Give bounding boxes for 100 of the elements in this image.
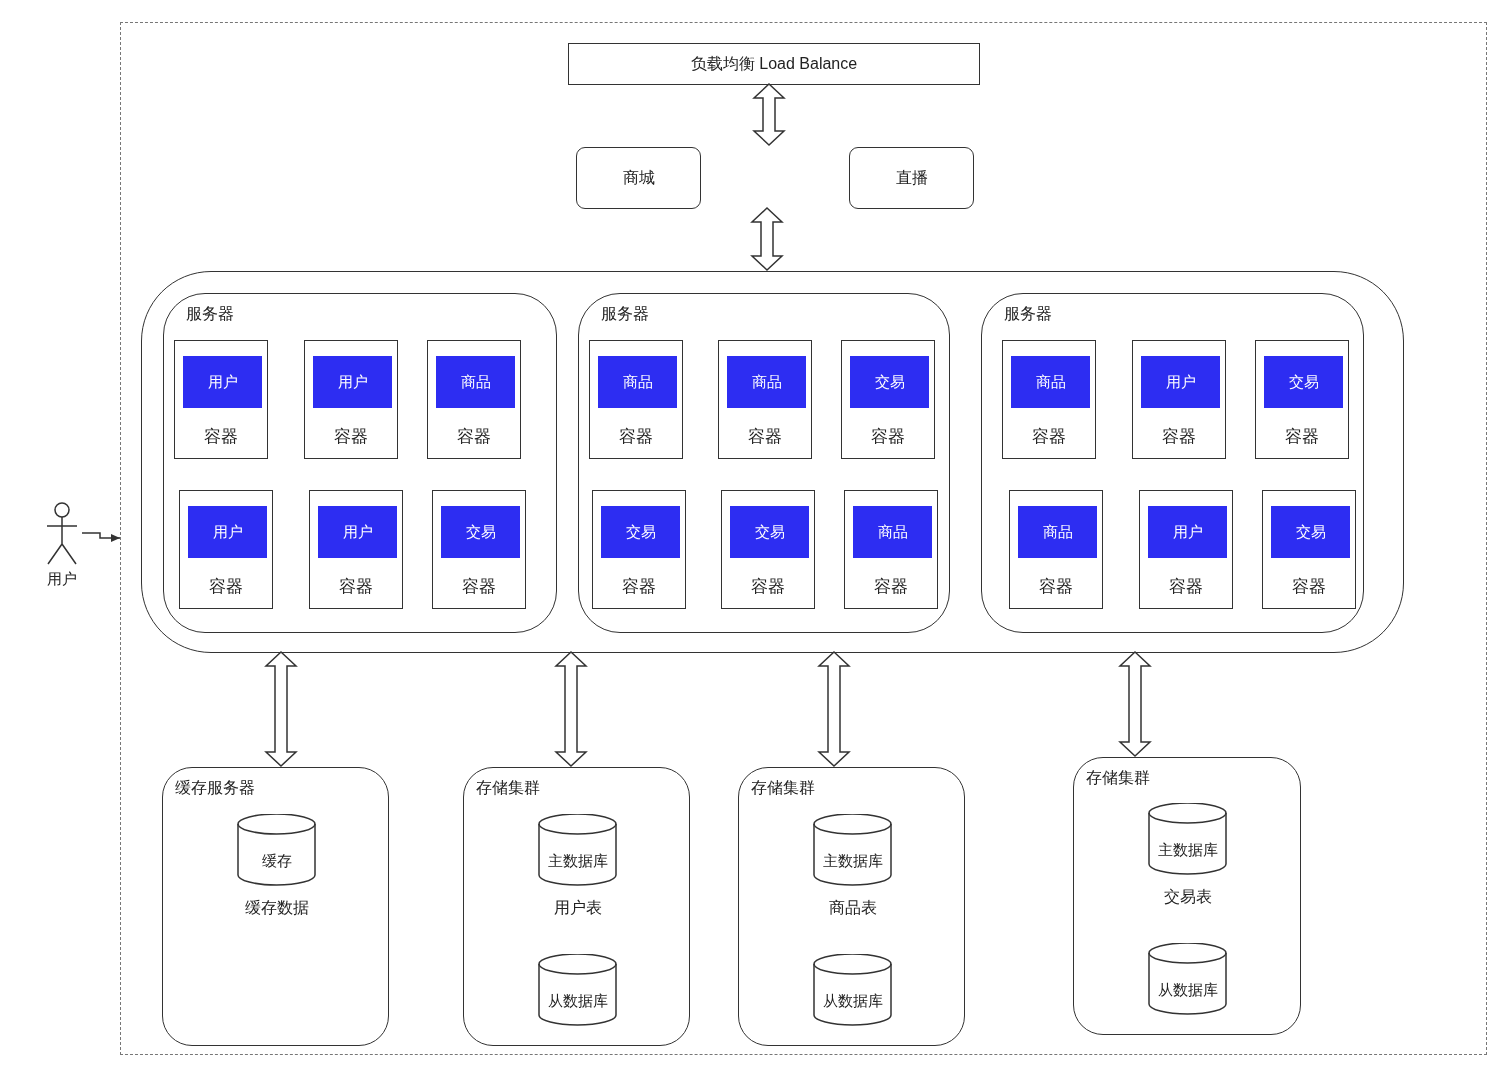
tag-label: 用户 bbox=[212, 523, 243, 541]
service-tag bbox=[1018, 506, 1097, 558]
server-panel bbox=[578, 293, 950, 633]
container-label: 容器 bbox=[751, 577, 785, 598]
actor-label: 用户 bbox=[47, 570, 77, 588]
container-label: 容器 bbox=[204, 427, 238, 448]
container-label: 容器 bbox=[462, 577, 496, 598]
service-tag bbox=[1271, 506, 1350, 558]
tag-label: 商品 bbox=[1035, 373, 1066, 391]
panel-heading: 服务器 bbox=[186, 304, 234, 324]
tag-label: 商品 bbox=[1042, 523, 1073, 541]
double-block-arrow bbox=[752, 82, 786, 147]
container-box bbox=[718, 340, 812, 459]
storage-panel bbox=[162, 767, 389, 1046]
container-label: 容器 bbox=[339, 577, 373, 598]
database-label: 主数据库 bbox=[1157, 841, 1218, 859]
storage-panel bbox=[738, 767, 965, 1046]
service-tag bbox=[601, 506, 680, 558]
panel-heading: 存储集群 bbox=[1086, 768, 1150, 788]
cluster-panel bbox=[141, 271, 1404, 653]
arrow bbox=[81, 532, 121, 543]
database-label: 主数据库 bbox=[822, 852, 883, 870]
container-box bbox=[174, 340, 268, 459]
container-label: 容器 bbox=[1292, 577, 1326, 598]
service-box bbox=[576, 147, 701, 209]
tag-label: 交易 bbox=[465, 523, 496, 541]
database-label: 主数据库 bbox=[547, 852, 608, 870]
container-box bbox=[589, 340, 683, 459]
double-block-arrow bbox=[554, 650, 588, 768]
container-box bbox=[1255, 340, 1349, 459]
panel-heading: 服务器 bbox=[1004, 304, 1052, 324]
tag-label: 用户 bbox=[1172, 523, 1203, 541]
panel-heading: 缓存服务器 bbox=[175, 778, 255, 798]
container-label: 容器 bbox=[209, 577, 243, 598]
box-label: 负载均衡 Load Balance bbox=[690, 54, 858, 74]
container-label: 容器 bbox=[748, 427, 782, 448]
container-box bbox=[1132, 340, 1226, 459]
container-box bbox=[179, 490, 273, 609]
service-tag bbox=[1148, 506, 1227, 558]
service-tag bbox=[313, 356, 392, 408]
load-balancer-box bbox=[568, 43, 980, 85]
service-tag bbox=[188, 506, 267, 558]
tag-label: 商品 bbox=[622, 373, 653, 391]
dashed-frame bbox=[120, 22, 1487, 1055]
container-label: 容器 bbox=[619, 427, 653, 448]
container-box bbox=[1262, 490, 1356, 609]
container-label: 容器 bbox=[1039, 577, 1073, 598]
container-box bbox=[309, 490, 403, 609]
tag-label: 交易 bbox=[1295, 523, 1326, 541]
container-box bbox=[721, 490, 815, 609]
tag-label: 商品 bbox=[877, 523, 908, 541]
container-box bbox=[1002, 340, 1096, 459]
container-label: 容器 bbox=[1162, 427, 1196, 448]
tag-label: 商品 bbox=[751, 373, 782, 391]
container-box bbox=[432, 490, 526, 609]
panel-heading: 存储集群 bbox=[476, 778, 540, 798]
service-tag bbox=[1264, 356, 1343, 408]
container-box bbox=[1009, 490, 1103, 609]
double-block-arrow bbox=[1118, 650, 1152, 758]
container-label: 容器 bbox=[1169, 577, 1203, 598]
container-label: 容器 bbox=[1032, 427, 1066, 448]
service-tag bbox=[853, 506, 932, 558]
storage-panel bbox=[463, 767, 690, 1046]
service-tag bbox=[730, 506, 809, 558]
storage-panel bbox=[1073, 757, 1301, 1035]
double-block-arrow bbox=[750, 206, 784, 272]
panel-heading: 存储集群 bbox=[751, 778, 815, 798]
tag-label: 交易 bbox=[625, 523, 656, 541]
container-box bbox=[841, 340, 935, 459]
double-block-arrow bbox=[264, 650, 298, 768]
database-label: 从数据库 bbox=[547, 992, 608, 1010]
tag-label: 用户 bbox=[342, 523, 373, 541]
container-box bbox=[304, 340, 398, 459]
service-box bbox=[849, 147, 974, 209]
tag-label: 用户 bbox=[337, 373, 368, 391]
double-block-arrow bbox=[817, 650, 851, 768]
database-label: 从数据库 bbox=[1157, 981, 1218, 999]
table-label: 缓存数据 bbox=[244, 898, 309, 918]
tag-label: 用户 bbox=[207, 373, 238, 391]
container-label: 容器 bbox=[1285, 427, 1319, 448]
service-tag bbox=[436, 356, 515, 408]
tag-label: 商品 bbox=[460, 373, 491, 391]
container-label: 容器 bbox=[874, 577, 908, 598]
box-label: 直播 bbox=[895, 168, 928, 188]
container-label: 容器 bbox=[622, 577, 656, 598]
service-tag bbox=[1011, 356, 1090, 408]
container-box bbox=[1139, 490, 1233, 609]
service-tag bbox=[441, 506, 520, 558]
server-panel bbox=[163, 293, 557, 633]
container-label: 容器 bbox=[334, 427, 368, 448]
container-label: 容器 bbox=[871, 427, 905, 448]
server-panel bbox=[981, 293, 1364, 633]
service-tag bbox=[598, 356, 677, 408]
service-tag bbox=[850, 356, 929, 408]
table-label: 商品表 bbox=[828, 898, 877, 918]
box-label: 商城 bbox=[622, 168, 655, 188]
panel-heading: 服务器 bbox=[601, 304, 649, 324]
table-label: 交易表 bbox=[1163, 887, 1212, 907]
tag-label: 交易 bbox=[1288, 373, 1319, 391]
database-label: 从数据库 bbox=[822, 992, 883, 1010]
